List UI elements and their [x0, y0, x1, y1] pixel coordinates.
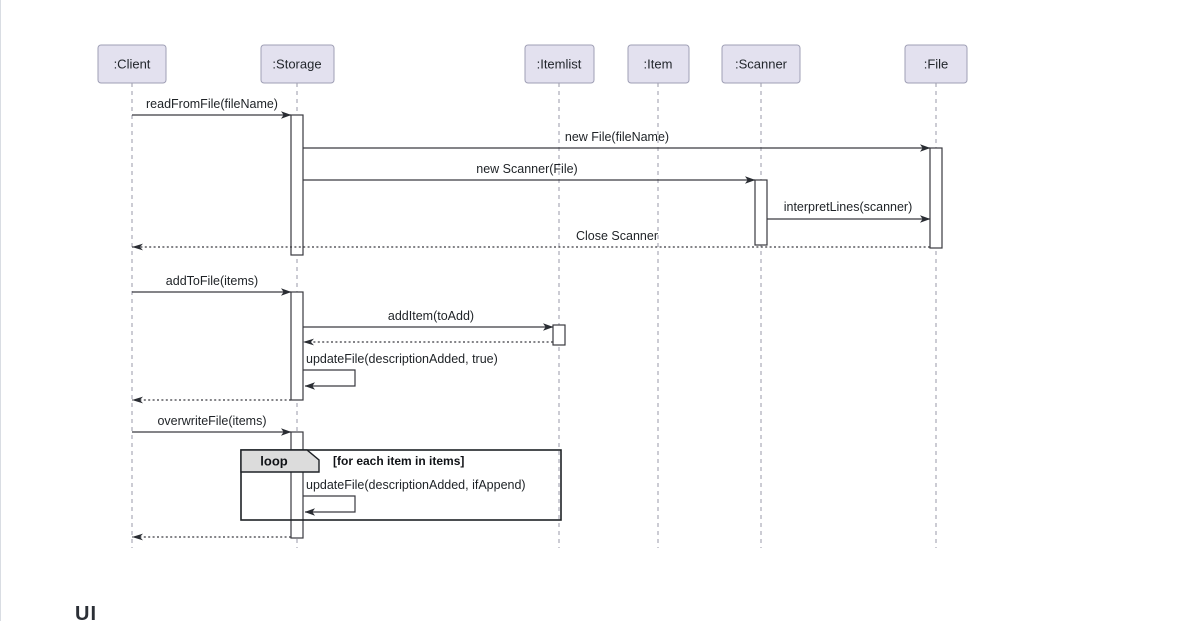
- self-message-update-file-true[interactable]: updateFile(descriptionAdded, true): [303, 352, 498, 390]
- self-messages-group: updateFile(descriptionAdded, true) update…: [303, 352, 526, 516]
- message-add-to-file[interactable]: addToFile(items): [132, 274, 292, 296]
- scanner-activation-read: [754, 179, 768, 246]
- lifeline-label-file: :File: [924, 56, 949, 71]
- message-interpret-lines-label: interpretLines(scanner): [784, 200, 913, 214]
- self-message-update-file-ifappend-label: updateFile(descriptionAdded, ifAppend): [306, 478, 526, 492]
- lifeline-header-storage[interactable]: [260, 44, 335, 84]
- self-message-update-file-true-path: [303, 369, 356, 390]
- message-close-scanner[interactable]: Close Scanner: [132, 229, 930, 251]
- lifeline-label-scanner: :Scanner: [735, 56, 788, 71]
- message-add-item[interactable]: addItem(toAdd): [303, 309, 554, 331]
- message-close-scanner-label: Close Scanner: [576, 229, 658, 243]
- self-message-update-file-ifappend[interactable]: updateFile(descriptionAdded, ifAppend): [303, 478, 526, 516]
- lifeline-header-file[interactable]: [904, 44, 968, 84]
- loop-fragment-operator: loop: [260, 453, 287, 468]
- lifeline-header-item[interactable]: [627, 44, 690, 84]
- messages-group: readFromFile(fileName) new File(fileName)…: [132, 97, 931, 541]
- self-message-update-file-true-label: updateFile(descriptionAdded, true): [306, 352, 498, 366]
- lifeline-label-itemlist: :Itemlist: [537, 56, 582, 71]
- loop-fragment-tag: [240, 449, 320, 473]
- lifeline-header-client[interactable]: [97, 44, 167, 84]
- message-new-file[interactable]: new File(fileName): [303, 130, 931, 152]
- message-overwrite-file-label: overwriteFile(items): [157, 414, 266, 428]
- lifeline-file: :File: [904, 44, 968, 548]
- lifeline-label-client: :Client: [114, 56, 151, 71]
- lifeline-label-storage: :Storage: [272, 56, 321, 71]
- lifeline-itemlist: :Itemlist: [524, 44, 595, 548]
- lifeline-header-scanner[interactable]: [721, 44, 801, 84]
- message-new-scanner[interactable]: new Scanner(File): [303, 162, 756, 184]
- storage-activation-overwrite: [290, 431, 304, 539]
- storage-activation-add: [290, 291, 304, 401]
- lifeline-scanner: :Scanner: [721, 44, 801, 548]
- storage-activation-read: [290, 114, 304, 256]
- message-add-to-file-label: addToFile(items): [166, 274, 258, 288]
- clipped-bottom-text: UI: [75, 604, 97, 621]
- message-new-file-label: new File(fileName): [565, 130, 669, 144]
- lifeline-client: :Client: [97, 44, 167, 548]
- message-overwrite-file[interactable]: overwriteFile(items): [132, 414, 292, 436]
- fragments-group: loop [for each item in items]: [240, 449, 562, 521]
- self-message-update-file-ifappend-path: [303, 495, 356, 516]
- message-read-from-file[interactable]: readFromFile(fileName): [132, 97, 292, 119]
- message-read-from-file-label: readFromFile(fileName): [146, 97, 278, 111]
- loop-fragment-box: [240, 449, 562, 521]
- lifeline-label-item: :Item: [644, 56, 673, 71]
- message-add-item-label: addItem(toAdd): [388, 309, 474, 323]
- loop-fragment: loop [for each item in items]: [240, 449, 562, 521]
- loop-fragment-guard: [for each item in items]: [333, 454, 464, 468]
- file-activation-read: [929, 147, 943, 249]
- message-new-scanner-label: new Scanner(File): [476, 162, 577, 176]
- lifeline-header-itemlist[interactable]: [524, 44, 595, 84]
- message-interpret-lines[interactable]: interpretLines(scanner): [767, 200, 931, 223]
- lifeline-item: :Item: [627, 44, 690, 548]
- itemlist-activation-additem: [552, 324, 566, 346]
- lifelines-group: :Client :Storage :Itemlist :Item :Scanner :Fi…: [97, 44, 968, 548]
